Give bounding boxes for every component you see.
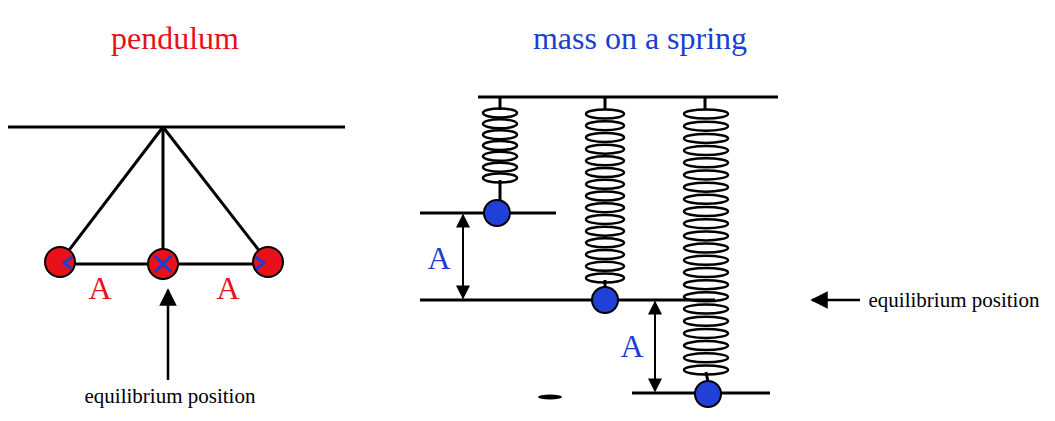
spring-coil <box>684 317 728 326</box>
spring-coil <box>684 158 728 167</box>
amplitude-label: A <box>88 272 111 304</box>
spring-coil <box>684 292 728 301</box>
spring-coil <box>586 145 624 154</box>
amplitude-label: A <box>427 242 450 274</box>
spring-coil <box>684 329 728 338</box>
spring-coil <box>586 203 624 212</box>
spring-mass <box>484 200 721 407</box>
spring-coil <box>684 110 728 119</box>
spring-coil <box>684 268 728 277</box>
spring-coil <box>684 183 728 192</box>
spring-coil <box>684 280 728 289</box>
spring-coil <box>483 130 517 139</box>
spring-coil <box>684 231 728 240</box>
spring-coils <box>483 109 728 375</box>
spring-coil <box>684 207 728 216</box>
spring-coil <box>586 227 624 236</box>
spring-coil <box>586 250 624 259</box>
spring-coil <box>483 152 517 161</box>
spring-coil <box>586 156 624 165</box>
amplitude-label: A <box>620 330 643 362</box>
spring-coil <box>586 180 624 189</box>
spring-coil <box>483 119 517 128</box>
position-label: equilibrium position <box>85 386 256 407</box>
spring-coil <box>684 122 728 131</box>
amplitude-label: A <box>216 272 239 304</box>
figure-title: pendulum <box>111 22 239 54</box>
figure-title: mass on a spring <box>533 22 747 54</box>
spring-coil <box>684 366 728 375</box>
spring-coil <box>586 215 624 224</box>
spring-coil <box>586 110 624 119</box>
amplitude-arrow <box>462 215 464 298</box>
pendulum-bob <box>45 247 283 279</box>
motion-marks <box>64 256 264 272</box>
spring-coil <box>684 134 728 143</box>
spring-figure <box>420 97 778 393</box>
spring-coil <box>483 109 517 118</box>
spring-coil <box>684 170 728 179</box>
spring-coil <box>684 256 728 265</box>
spring-coil <box>586 168 624 177</box>
spring-coil <box>684 305 728 314</box>
spring-coil <box>586 192 624 201</box>
pendulum-figure <box>8 127 345 264</box>
spring-coil <box>684 353 728 362</box>
spring-coil <box>483 174 517 183</box>
spring-coil <box>586 133 624 142</box>
spring-coil <box>586 238 624 247</box>
spring-coil <box>586 121 624 130</box>
spring-coil <box>483 141 517 150</box>
spring-coil <box>684 341 728 350</box>
spring-coil <box>684 219 728 228</box>
dash-mark <box>538 395 562 400</box>
pointer-arrow <box>167 290 170 380</box>
pointer-arrow <box>812 299 860 302</box>
spring-coil <box>684 244 728 253</box>
spring-coil <box>483 163 517 172</box>
position-label: equilibrium position <box>869 290 1040 311</box>
amplitude-arrow <box>654 302 656 391</box>
spring-coil <box>684 146 728 155</box>
spring-coil <box>586 274 624 283</box>
spring-coil <box>586 262 624 271</box>
spring-coil <box>684 195 728 204</box>
